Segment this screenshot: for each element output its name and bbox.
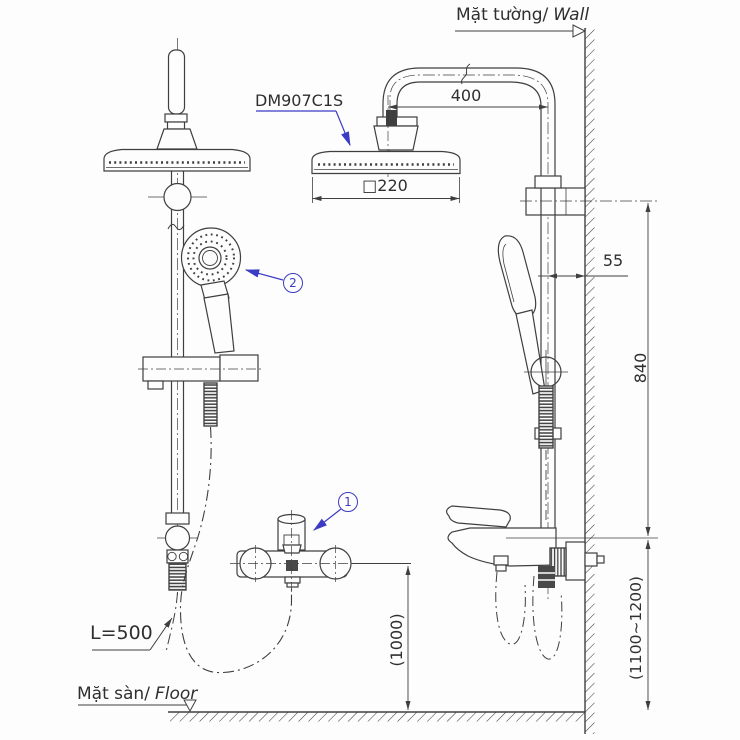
head-connector-core bbox=[386, 110, 397, 127]
model-arrow bbox=[335, 110, 351, 147]
hand-shower-face-line bbox=[502, 243, 515, 303]
callout-mixer: 1 bbox=[338, 492, 358, 512]
wall-bolt-nut bbox=[596, 555, 605, 564]
wall-label: Mặt tường/Wall bbox=[456, 5, 594, 25]
pipe-collar-upper bbox=[534, 175, 562, 189]
wall-leader-arrow bbox=[572, 24, 587, 38]
dim-mixer-to-floor: (1000) bbox=[386, 613, 406, 667]
hand-shower-handle bbox=[203, 293, 235, 354]
shower-hose-curve bbox=[179, 426, 293, 674]
side-view bbox=[311, 63, 605, 660]
dim-install-height: (1100~1200) bbox=[627, 576, 645, 680]
wall-and-floor bbox=[78, 24, 595, 734]
callout-2-arrow bbox=[244, 269, 284, 281]
hose-length-label: L=500 bbox=[90, 622, 153, 644]
hand-shower-front bbox=[180, 227, 242, 354]
slider-bracket-tab bbox=[147, 380, 164, 390]
bottom-collar bbox=[165, 512, 190, 525]
mixer-outlet-tip bbox=[286, 582, 299, 588]
overhead-shower-side bbox=[311, 150, 461, 175]
mixer-neck-ring bbox=[282, 544, 302, 554]
check-valve-left bbox=[167, 551, 177, 562]
floor-hatching bbox=[170, 712, 585, 722]
side-ribbed-hose bbox=[538, 385, 554, 449]
check-valve bbox=[166, 549, 189, 564]
side-hose-loop-1 bbox=[495, 571, 526, 645]
side-hose-loop-2 bbox=[532, 575, 563, 660]
mixer-side bbox=[446, 505, 605, 660]
wall-hatching bbox=[585, 28, 595, 734]
spout-aerator-tip bbox=[495, 564, 507, 572]
wall-bolt bbox=[584, 552, 598, 567]
bottom-ribbed bbox=[168, 562, 187, 591]
front-view bbox=[103, 38, 362, 674]
callout-hand-shower: 2 bbox=[283, 273, 303, 293]
top-collar bbox=[164, 113, 188, 123]
arm-break-symbol bbox=[461, 63, 471, 85]
mixer-dark-ring bbox=[286, 560, 298, 571]
floor-label: Mặt sàn/Floor bbox=[77, 684, 202, 704]
hand-shower-hub-inner bbox=[202, 250, 218, 266]
mixer-outlet-ring bbox=[284, 576, 301, 584]
ball-joint bbox=[163, 182, 192, 212]
head-connector-taper-side bbox=[373, 125, 419, 151]
hand-shower-face bbox=[180, 227, 242, 288]
callout-arrows bbox=[244, 110, 351, 531]
shower-arm-outer bbox=[382, 67, 556, 128]
hose-leader-arrow bbox=[149, 617, 173, 651]
pipe-break-symbol bbox=[167, 223, 185, 231]
spout-aerator bbox=[493, 555, 509, 566]
mixer-front bbox=[230, 510, 362, 605]
floor-label-en: Floor bbox=[154, 684, 198, 704]
dim-bracket-to-mixer: 840 bbox=[630, 352, 650, 384]
bottom-ball-joint bbox=[164, 525, 191, 551]
top-collar-2 bbox=[166, 121, 186, 130]
dim-arm-reach: 400 bbox=[450, 86, 482, 105]
wall-label-vi: Mặt tường/ bbox=[456, 5, 549, 25]
top-tube bbox=[167, 49, 186, 115]
hand-shower-side bbox=[497, 235, 568, 522]
overhead-shower-front bbox=[103, 148, 251, 172]
dim-pipe-to-wall: 55 bbox=[602, 251, 624, 270]
hose-ribbed bbox=[203, 382, 218, 427]
supply-dashline bbox=[165, 591, 178, 653]
dim-head-width: □220 bbox=[362, 176, 408, 195]
shower-arm-inner bbox=[396, 81, 542, 128]
model-label: DM907C1S bbox=[255, 91, 344, 110]
slider-bracket-holder bbox=[219, 354, 259, 382]
spray-ring-inner bbox=[192, 240, 228, 276]
mixer-wall-flange bbox=[565, 541, 586, 581]
hand-shower-hub bbox=[198, 246, 222, 270]
floor-label-vi: Mặt sàn/ bbox=[77, 684, 150, 704]
mixer-lever-side bbox=[446, 505, 511, 528]
head-connector-taper bbox=[156, 128, 198, 150]
spray-ring-outer bbox=[187, 233, 235, 282]
wall-label-en: Wall bbox=[553, 5, 590, 25]
dimension-lines bbox=[92, 104, 658, 710]
dark-connector bbox=[538, 566, 555, 588]
callout-1-arrow bbox=[313, 508, 342, 531]
floor-leader-arrow bbox=[183, 699, 197, 713]
check-valve-right bbox=[178, 551, 189, 562]
